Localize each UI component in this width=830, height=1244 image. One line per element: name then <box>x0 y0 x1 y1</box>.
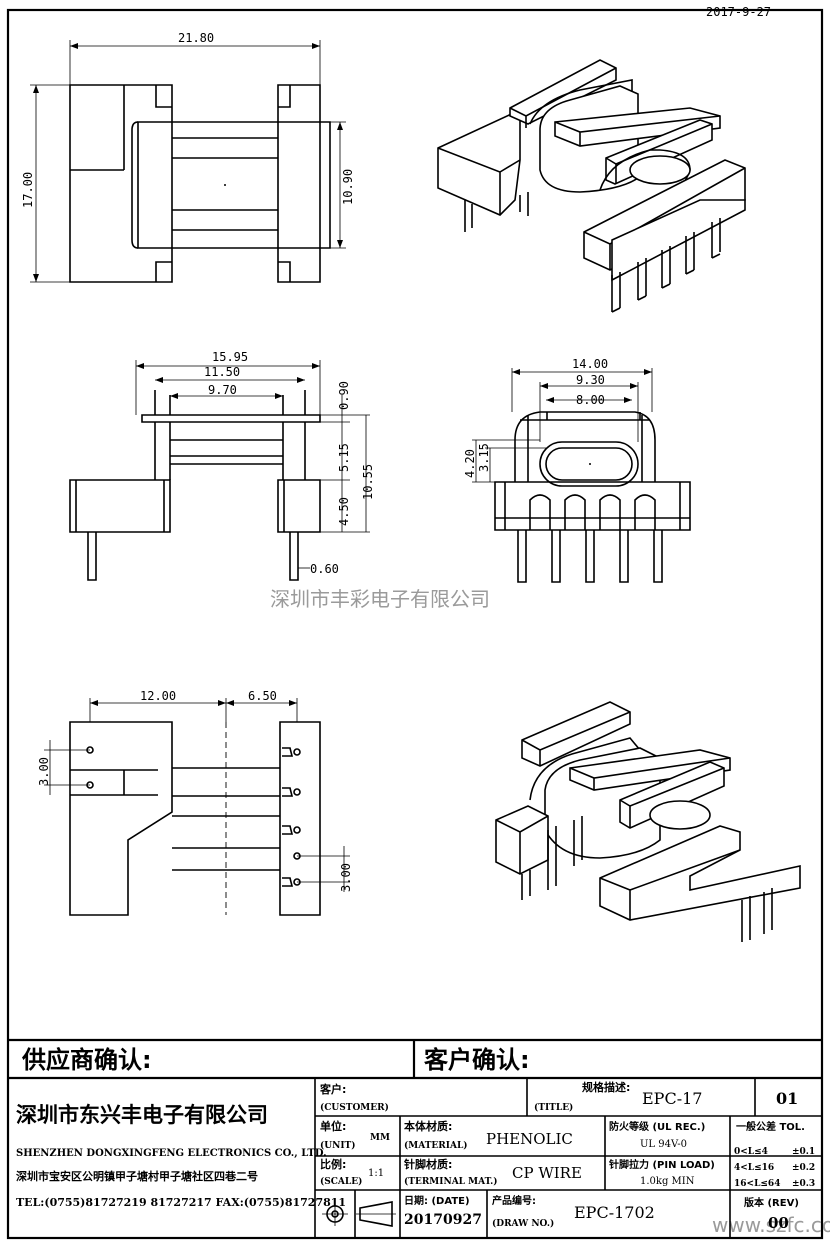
pin-load-label: 针脚拉力 (PIN LOAD) <box>609 1158 715 1171</box>
flame-value: UL 94V-0 <box>640 1139 687 1150</box>
company-name-en: SHENZHEN DONGXINGFENG ELECTRONICS CO., L… <box>16 1148 327 1159</box>
dim-side-w1: 14.00 <box>572 357 608 371</box>
dim-pitch-left: 3.00 <box>37 757 51 786</box>
customer-label: 客户: <box>319 1082 346 1096</box>
dim-top-height: 17.00 <box>21 172 35 208</box>
dim-front-w1: 15.95 <box>212 350 248 364</box>
dim-front-total: 10.55 <box>361 464 375 500</box>
tol-range-2: 4<L≤16 <box>734 1163 774 1173</box>
company-address: 深圳市宝安区公明镇甲子塘村甲子塘社区四巷二号 <box>16 1169 258 1183</box>
revision-label: 版本 (REV) <box>744 1196 799 1209</box>
flame-label: 防火等级 (UL REC.) <box>609 1120 705 1133</box>
dim-side-w2: 9.30 <box>576 373 605 387</box>
title-block: 供应商确认: 客户确认: 深圳市东兴丰电子有限公司 SHENZHEN DONGX… <box>8 1038 822 1238</box>
terminal-label-en: (TERMINAL MAT.) <box>404 1176 498 1187</box>
header-date: 2017-9-27 <box>706 5 771 19</box>
date-value: 20170927 <box>404 1212 482 1228</box>
isometric-view-bottom <box>495 701 801 942</box>
dim-front-w2: 11.50 <box>204 365 240 379</box>
dim-pitch-right: 3.00 <box>339 863 353 892</box>
tol-value-3: ±0.3 <box>792 1179 815 1189</box>
pin-load-value: 1.0kg MIN <box>640 1176 695 1187</box>
tolerance-label: 一般公差 TOL. <box>736 1120 805 1133</box>
dim-bottom-w1: 12.00 <box>140 689 176 703</box>
material-label: 本体材质: <box>404 1119 452 1133</box>
draw-no-label-en: (DRAW NO.) <box>492 1218 554 1229</box>
bottom-view: 12.00 6.50 3.00 3.00 <box>37 689 353 916</box>
dim-front-h1: 0.90 <box>337 381 351 410</box>
dim-side-w3: 8.00 <box>576 393 605 407</box>
watermark-corner: www.szfc.com <box>712 1213 830 1237</box>
tol-value-1: ±0.1 <box>792 1147 815 1157</box>
scale-label-en: (SCALE) <box>320 1176 362 1187</box>
supplier-confirm-label: 供应商确认: <box>21 1046 152 1074</box>
dim-side-h2: 3.15 <box>477 443 491 472</box>
title-label-en: (TITLE) <box>534 1102 573 1113</box>
front-view: 15.95 11.50 9.70 0.90 5.15 4.50 10.55 0.… <box>69 350 375 581</box>
company-name-cn: 深圳市东兴丰电子有限公司 <box>16 1103 268 1127</box>
unit-label-en: (UNIT) <box>320 1140 356 1151</box>
tol-range-1: 0<L≤4 <box>734 1147 768 1157</box>
terminal-value: CP WIRE <box>512 1164 582 1182</box>
title-value: EPC-17 <box>642 1089 702 1108</box>
date-label: 日期: (DATE) <box>404 1194 470 1207</box>
dim-top-inner-height: 10.90 <box>341 169 355 205</box>
scale-label: 比例: <box>320 1157 346 1171</box>
top-view: 21.80 17.00 10.90 <box>21 31 355 283</box>
side-view: 14.00 9.30 8.00 4.20 3.15 <box>463 357 691 583</box>
customer-label-en: (CUSTOMER) <box>320 1102 389 1113</box>
isometric-view-top <box>437 59 746 313</box>
dim-front-h2: 5.15 <box>337 443 351 472</box>
unit-value: MM <box>370 1133 390 1143</box>
tol-range-3: 16<L≤64 <box>734 1179 780 1189</box>
dim-front-h3: 4.50 <box>337 497 351 526</box>
scale-value: 1:1 <box>368 1168 384 1179</box>
dim-bottom-w2: 6.50 <box>248 689 277 703</box>
revision-value: 00 <box>768 1214 789 1232</box>
draw-no-value: EPC-1702 <box>574 1203 655 1222</box>
dim-front-w3: 9.70 <box>208 383 237 397</box>
projection-symbol-icon <box>322 1202 348 1226</box>
terminal-label: 针脚材质: <box>404 1157 452 1171</box>
material-label-en: (MATERIAL) <box>404 1140 468 1151</box>
draw-no-label: 产品编号: <box>492 1194 536 1207</box>
customer-confirm-label: 客户确认: <box>424 1046 530 1074</box>
material-value: PHENOLIC <box>486 1130 573 1148</box>
watermark-center: 深圳市丰彩电子有限公司 <box>270 587 490 611</box>
sheet-number: 01 <box>776 1089 798 1108</box>
sheet-border <box>6 8 824 1240</box>
dim-side-h1: 4.20 <box>463 449 477 478</box>
company-tel-fax: TEL:(0755)81727219 81727217 FAX:(0755)81… <box>16 1196 346 1209</box>
spec-label: 规格描述: <box>582 1080 630 1094</box>
unit-label: 单位: <box>320 1119 346 1133</box>
dim-pin-dia: 0.60 <box>310 562 339 576</box>
tol-value-2: ±0.2 <box>792 1163 815 1173</box>
dim-top-width: 21.80 <box>178 31 214 45</box>
